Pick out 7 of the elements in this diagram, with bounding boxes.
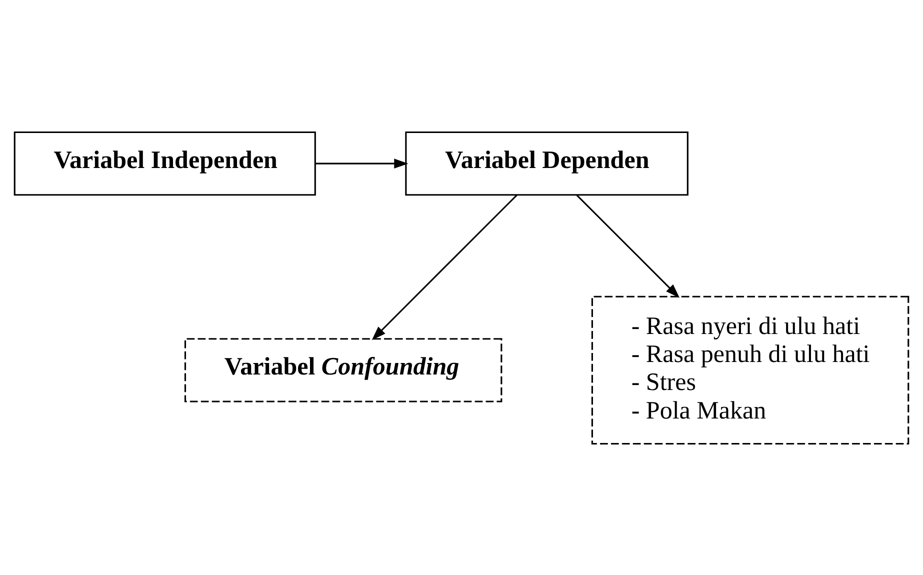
node-box: Variabel Independen — [14, 130, 316, 196]
node-box: Variabel Dependen — [405, 130, 688, 196]
arrow — [576, 194, 680, 298]
arrow — [316, 158, 408, 168]
node-box: - Rasa nyeri di ulu hati - Rasa penuh di ulu hati - Stres - Pola Makan — [591, 295, 910, 444]
arrow — [372, 194, 518, 340]
node-box: Variabel Confounding — [184, 338, 502, 402]
